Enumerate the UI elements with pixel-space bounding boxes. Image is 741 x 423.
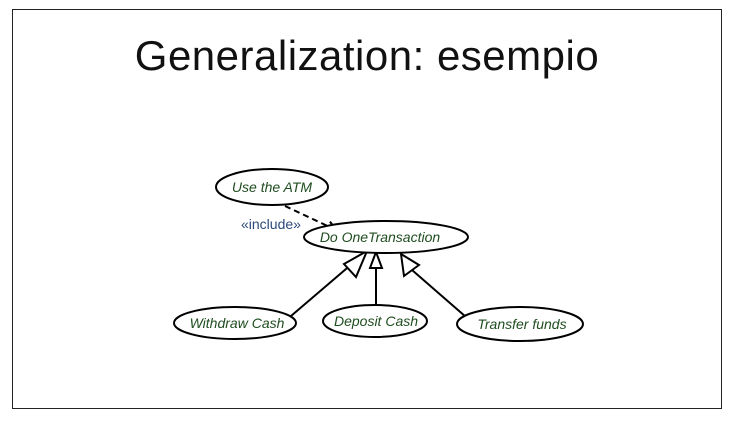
slide-frame: Generalization: esempio	[12, 9, 722, 409]
include-stereotype-label: «include»	[241, 216, 301, 232]
slide-title: Generalization: esempio	[134, 32, 600, 79]
use-case-do-one-transaction: Do OneTransaction	[303, 220, 469, 254]
use-case-withdraw-cash: Withdraw Cash	[173, 306, 297, 340]
use-case-label: Use the ATM	[232, 179, 312, 195]
generalization-deposit	[368, 249, 384, 307]
use-case-label: Do OneTransaction	[320, 229, 441, 245]
use-case-deposit-cash: Deposit Cash	[322, 304, 428, 338]
use-case-use-the-atm: Use the ATM	[215, 168, 329, 206]
use-case-label: Transfer funds	[477, 316, 566, 332]
use-case-transfer-funds: Transfer funds	[456, 306, 584, 342]
generalization-withdraw	[290, 248, 370, 317]
use-case-label: Withdraw Cash	[190, 315, 285, 331]
use-case-label: Deposit Cash	[334, 313, 418, 329]
generalization-transfer	[399, 252, 467, 318]
